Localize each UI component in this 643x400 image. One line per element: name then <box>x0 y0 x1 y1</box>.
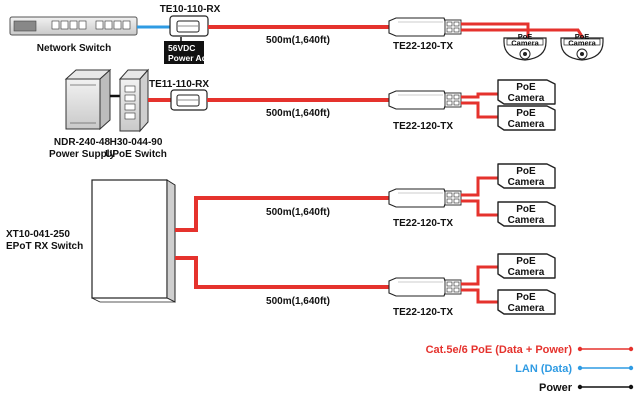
poe-cable <box>461 92 498 119</box>
te22-tx-device-4 <box>388 277 462 297</box>
ndr-model-label: NDR-240-48 <box>54 137 111 148</box>
distance-label-4: 500m(1,640ft) <box>266 296 330 307</box>
dome-camera-2: PoE Camera <box>560 32 604 61</box>
distance-label-3: 500m(1,640ft) <box>266 207 330 218</box>
camera-label-line1: PoE <box>516 256 536 267</box>
power-adapter-voltage: 56VDC <box>168 43 195 53</box>
box-camera-group: PoECameraPoECameraPoECameraPoECameraPoEC… <box>497 79 556 315</box>
network-switch <box>9 16 138 36</box>
camera-label-line2: Camera <box>508 267 545 278</box>
camera-label-line2: Camera <box>508 119 545 130</box>
distance-label-2: 500m(1,640ft) <box>266 108 330 119</box>
dome-camera-1: PoE Camera <box>503 32 547 61</box>
transmitter-label-3: TE22-120-TX <box>393 218 453 229</box>
camera-label-line1: PoE <box>518 32 533 41</box>
legend-power-label: Power <box>539 382 573 394</box>
camera-label-line2: Camera <box>508 303 545 314</box>
camera-label-line1: PoE <box>516 166 536 177</box>
te22-tx-device-3 <box>388 188 462 208</box>
camera-label-line1: PoE <box>575 32 590 41</box>
network-switch-label: Network Switch <box>37 43 111 54</box>
camera-label-line2: Camera <box>508 177 545 188</box>
camera-label-line2: Camera <box>508 93 545 104</box>
xt10-epot-switch <box>91 179 176 303</box>
camera-label-line2: Camera <box>508 215 545 226</box>
legend-poe-label: Cat.5e/6 PoE (Data + Power) <box>426 344 573 356</box>
power-adapter: 56VDC Power Adp <box>164 41 212 64</box>
camera-label-line1: PoE <box>516 204 536 215</box>
h30-model-label: H30-044-90 <box>110 137 163 148</box>
xt10-model-label: XT10-041-250 <box>6 229 70 240</box>
te22-tx-device-2 <box>388 90 462 110</box>
te11-rx-label: TE11-110-RX <box>149 79 209 90</box>
camera-label-line1: PoE <box>516 292 536 303</box>
te10-rx-device <box>169 15 209 37</box>
ndr-desc-label: Power Supply <box>49 149 116 160</box>
h30-upoe-switch <box>118 68 150 133</box>
te22-tx-device-1 <box>388 17 462 37</box>
transmitter-label-1: TE22-120-TX <box>393 41 453 52</box>
h30-desc-label: UPoE Switch <box>105 149 167 160</box>
camera-label-line2: Camera <box>511 39 539 48</box>
transmitter-label-4: TE22-120-TX <box>393 307 453 318</box>
poe-cable <box>461 176 498 304</box>
xt10-desc-label: EPoT RX Switch <box>6 241 83 252</box>
te11-rx-device <box>170 89 208 111</box>
poe-cable <box>461 22 585 39</box>
power-adapter-label: Power Adp <box>168 53 212 63</box>
legend: Cat.5e/6 PoE (Data + Power) LAN (Data) P… <box>426 344 634 394</box>
distance-label-1: 500m(1,640ft) <box>266 35 330 46</box>
camera-label-line2: Camera <box>568 39 596 48</box>
poe-cable <box>175 196 389 289</box>
te10-rx-label: TE10-110-RX <box>160 4 221 15</box>
ndr-power-supply <box>64 68 112 131</box>
transmitter-label-2: TE22-120-TX <box>393 121 453 132</box>
camera-label-line1: PoE <box>516 108 536 119</box>
camera-label-line1: PoE <box>516 82 536 93</box>
legend-lan-label: LAN (Data) <box>515 363 572 375</box>
